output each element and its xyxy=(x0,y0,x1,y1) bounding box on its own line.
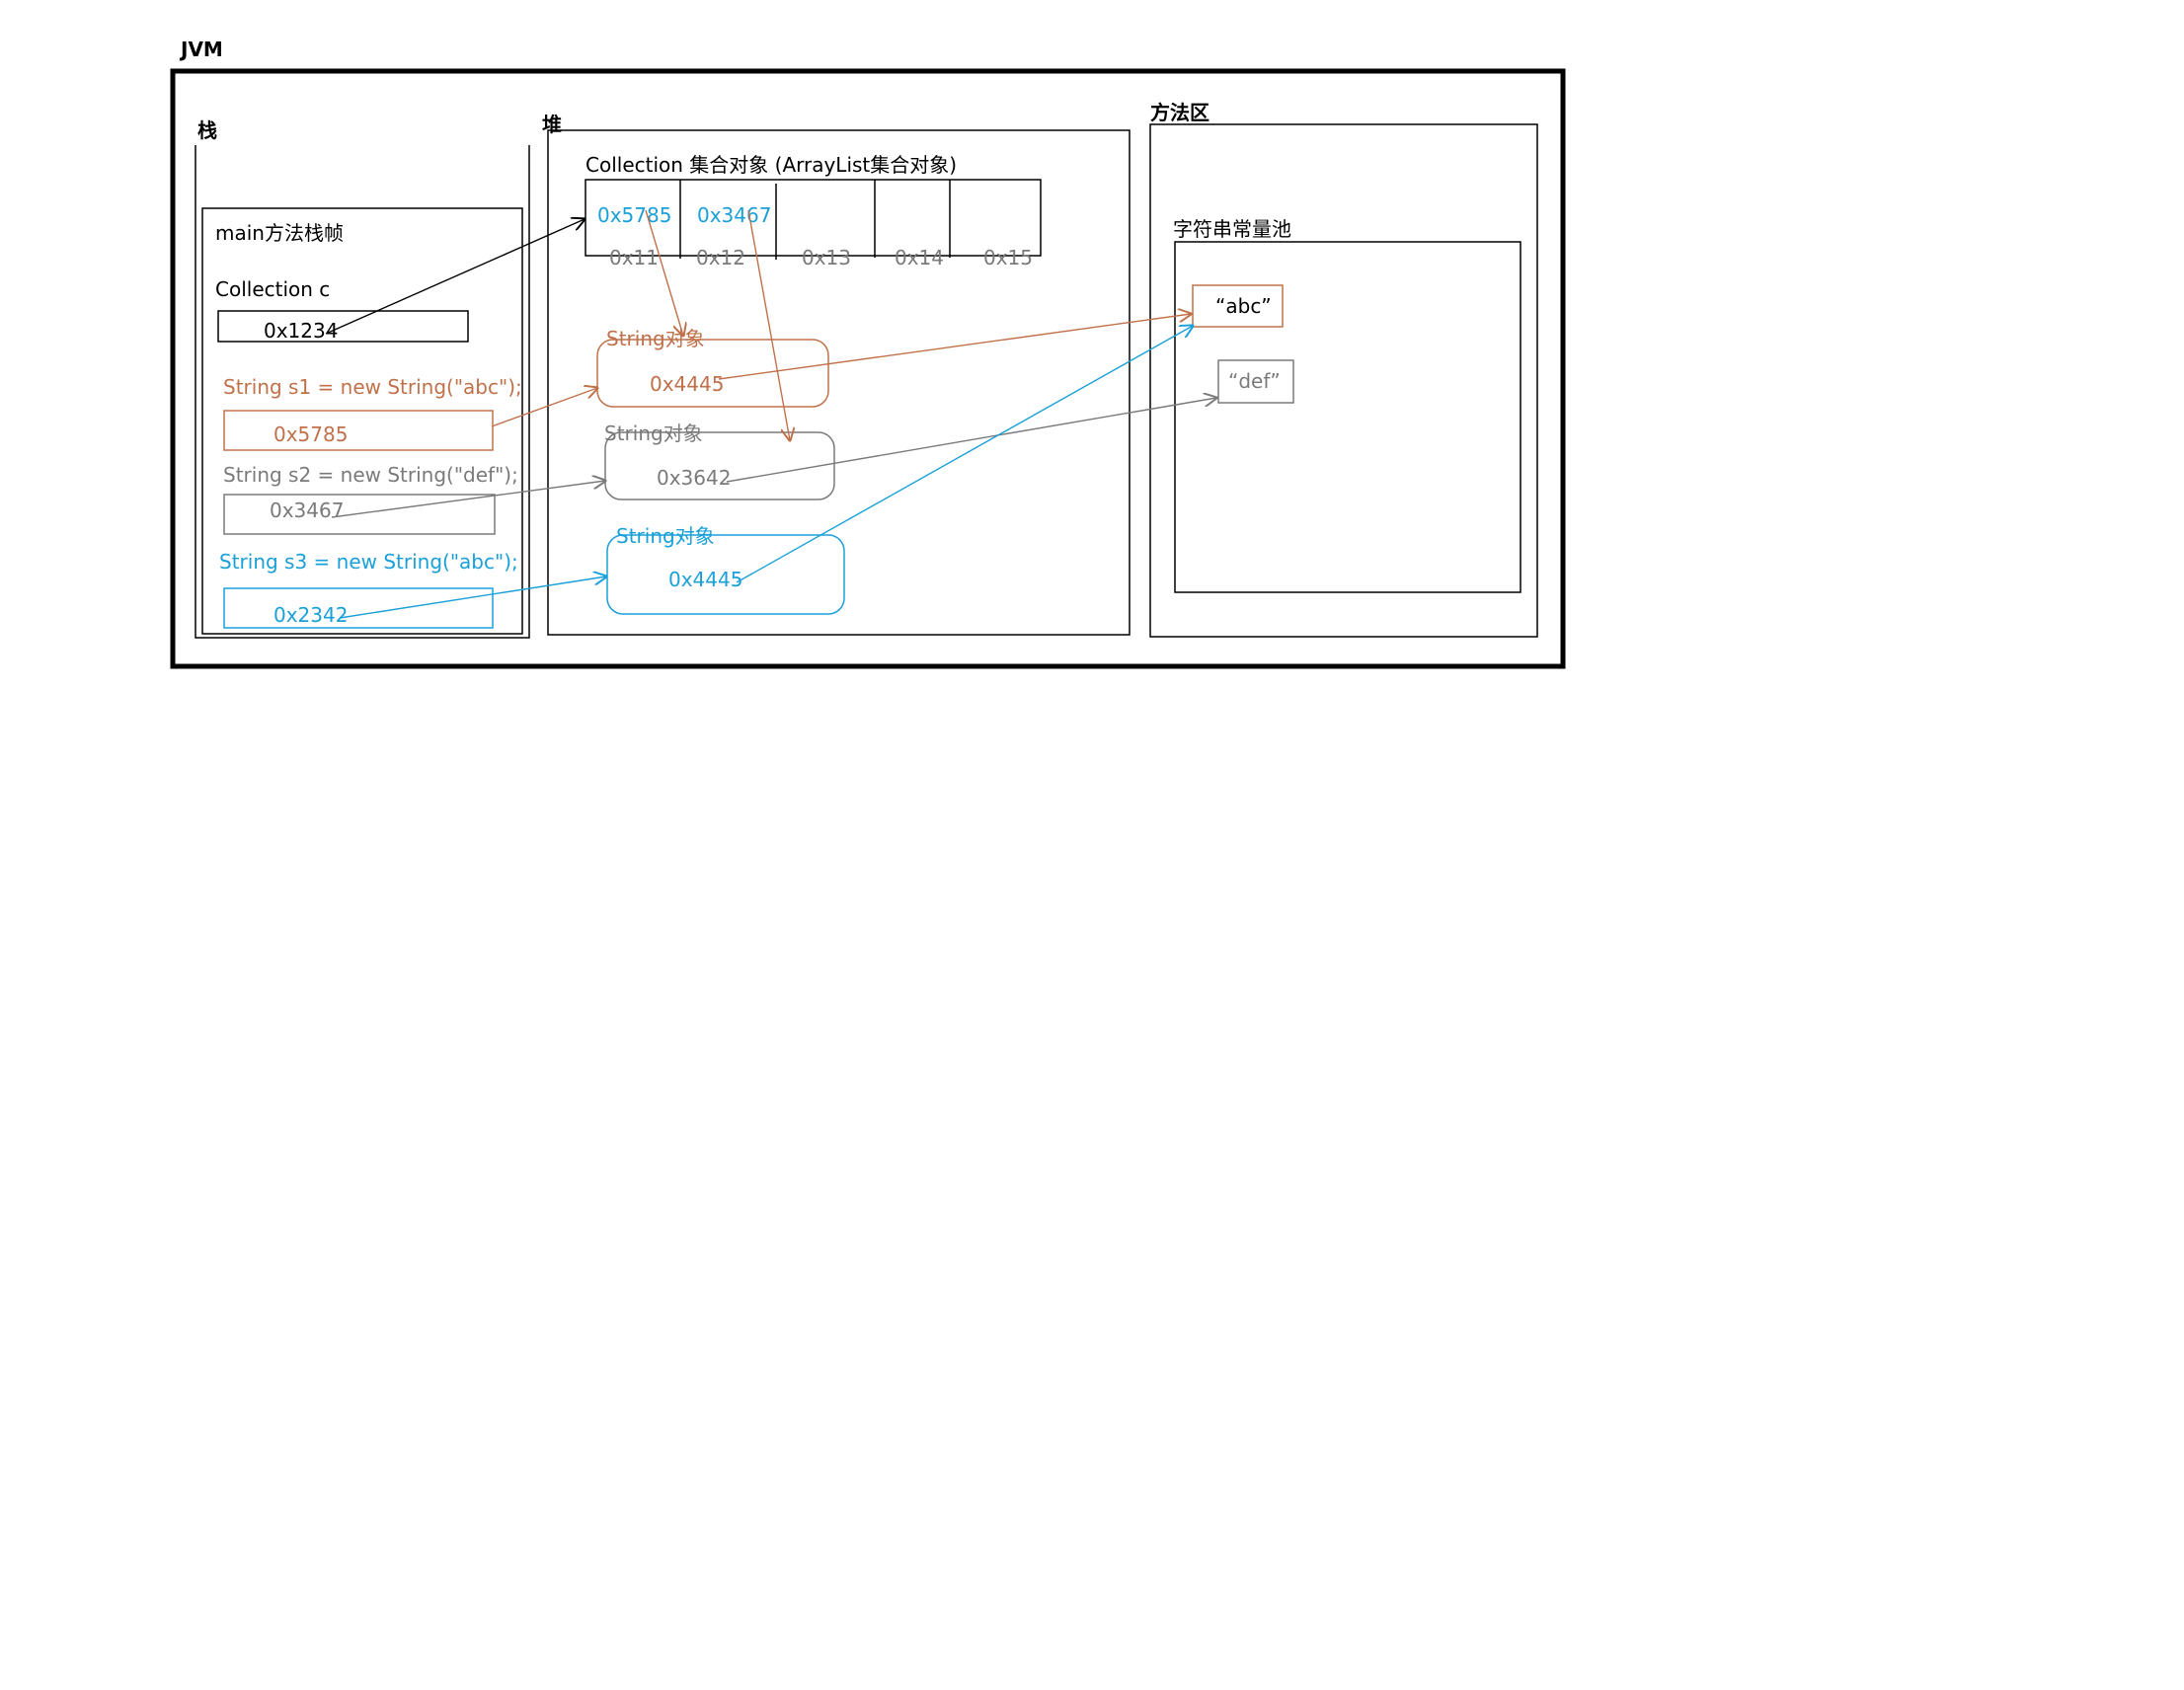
jvm-box xyxy=(170,68,1566,669)
s1-declaration: String s1 = new String("abc"); xyxy=(223,375,522,399)
string-object-value: 0x3642 xyxy=(657,466,731,490)
arraylist-cell-value: 0x3467 xyxy=(697,203,771,227)
reference-arrow xyxy=(736,326,1193,583)
heap-region-box xyxy=(547,129,1131,636)
stack-title: 栈 xyxy=(197,118,217,142)
s2-var-box xyxy=(223,494,496,535)
arraylist-cell-address: 0x15 xyxy=(983,246,1033,269)
string-object-label: String对象 xyxy=(616,524,715,548)
collection-var-label: Collection c xyxy=(215,277,330,301)
reference-arrow xyxy=(331,481,605,518)
abc-literal: “abc” xyxy=(1215,294,1272,318)
stack-region-border xyxy=(195,145,530,639)
s2-declaration: String s2 = new String("def"); xyxy=(223,463,518,487)
method-area-box xyxy=(1149,123,1538,638)
main-frame-box xyxy=(201,207,523,635)
string-object-box xyxy=(604,431,835,500)
s1-var-value: 0x5785 xyxy=(273,422,348,446)
collection-var-box xyxy=(217,310,469,343)
arraylist-cell-value: 0x5785 xyxy=(597,203,671,227)
reference-arrow xyxy=(645,209,683,336)
reference-arrow xyxy=(718,314,1191,380)
collection-var-value: 0x1234 xyxy=(264,319,338,343)
def-literal-box xyxy=(1217,359,1294,404)
arraylist-cell-address: 0x14 xyxy=(895,246,944,269)
heap-title: 堆 xyxy=(542,113,562,136)
def-literal: “def” xyxy=(1228,369,1281,393)
method-area-title: 方法区 xyxy=(1150,101,1209,124)
arraylist-cell-address: 0x13 xyxy=(802,246,851,269)
main-frame-title: main方法栈帧 xyxy=(215,221,344,245)
reference-arrow xyxy=(747,209,790,440)
reference-arrow xyxy=(726,398,1216,483)
string-object-box xyxy=(596,339,829,408)
s2-var-value: 0x3467 xyxy=(270,499,344,522)
abc-literal-box xyxy=(1192,284,1284,328)
string-object-value: 0x4445 xyxy=(668,568,742,591)
s3-var-box xyxy=(223,587,494,629)
string-pool-box xyxy=(1174,241,1521,593)
s3-declaration: String s3 = new String("abc"); xyxy=(219,550,518,574)
string-object-label: String对象 xyxy=(604,422,703,445)
jvm-title: JVM xyxy=(179,38,223,61)
reference-arrow xyxy=(491,388,597,427)
string-pool-title: 字符串常量池 xyxy=(1173,217,1291,241)
arraylist-cell-address: 0x11 xyxy=(609,246,659,269)
s3-var-value: 0x2342 xyxy=(273,603,348,627)
string-object-value: 0x4445 xyxy=(650,372,724,396)
string-object-label: String对象 xyxy=(606,327,705,350)
reference-arrow xyxy=(339,576,606,619)
reference-arrow xyxy=(325,219,585,335)
arraylist-cell-address: 0x12 xyxy=(696,246,745,269)
s1-var-box xyxy=(223,410,494,451)
heap-collection-title: Collection 集合对象 (ArrayList集合对象) xyxy=(585,153,957,177)
